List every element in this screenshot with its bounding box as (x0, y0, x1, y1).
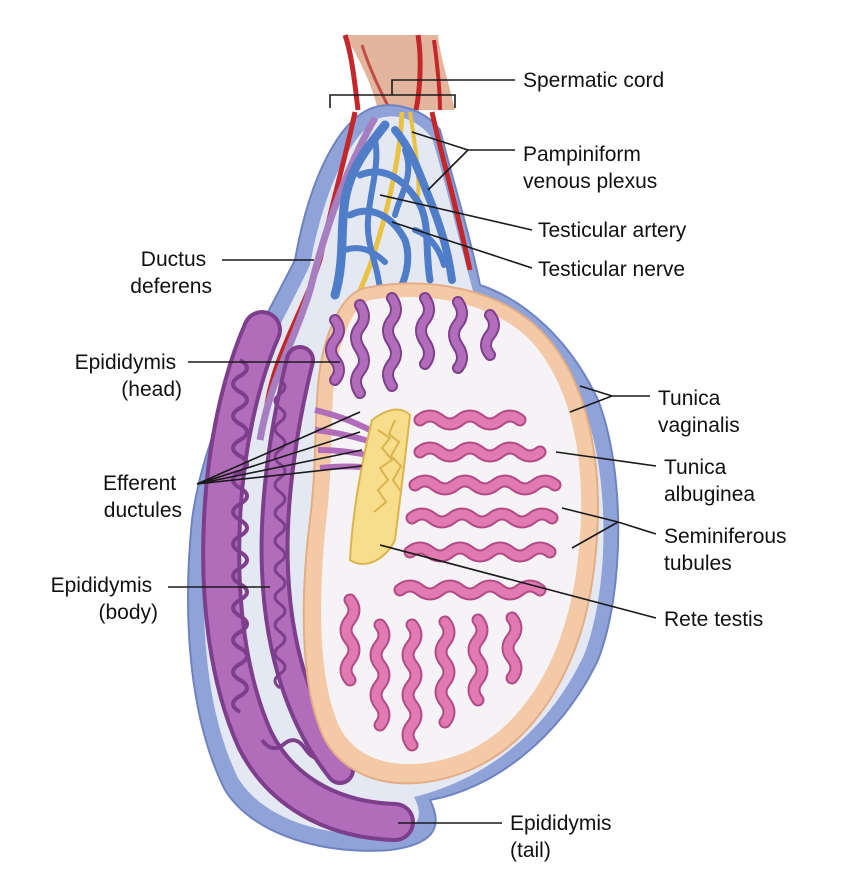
label-epididymis-body: Epididymis (body) (51, 574, 158, 624)
label-epididymis-head: Epididymis (head) (75, 351, 182, 401)
label-efferent-ductules-line1: Efferent (103, 472, 176, 495)
label-efferent-ductules-line2: ductules (104, 499, 182, 522)
label-testicular-artery: Testicular artery (538, 219, 687, 242)
label-epididymis-head-line2: (head) (121, 378, 182, 401)
rete-testis (348, 408, 412, 565)
label-seminiferous-tubules-line2: tubules (664, 552, 732, 575)
label-tunica-vaginalis-line1: Tunica (658, 387, 721, 410)
label-tunica-albuginea: Tunica albuginea (664, 456, 755, 506)
label-testicular-nerve: Testicular nerve (538, 258, 685, 281)
label-tunica-albuginea-line1: Tunica (664, 456, 727, 479)
label-pampiniform: Pampiniform venous plexus (523, 143, 657, 193)
epididymis (201, 310, 415, 842)
seminiferous-tubules (339, 409, 562, 752)
label-ductus-deferens-line2: deferens (130, 275, 212, 298)
label-tunica-vaginalis: Tunica vaginalis (658, 387, 740, 437)
label-tunica-vaginalis-line2: vaginalis (658, 414, 740, 437)
label-epididymis-tail-line2: (tail) (510, 839, 551, 862)
label-efferent-ductules: Efferent ductules (103, 472, 182, 522)
labels: Spermatic cord Pampiniform venous plexus… (51, 69, 792, 862)
label-ductus-deferens: Ductus deferens (130, 248, 212, 298)
label-seminiferous-tubules-line1: Seminiferous (664, 525, 787, 548)
spermatic-cord (335, 34, 455, 111)
label-rete-testis: Rete testis (664, 608, 763, 631)
label-epididymis-tail: Epididymis (tail) (510, 812, 617, 862)
label-epididymis-tail-line1: Epididymis (510, 812, 612, 835)
epididymis-head (314, 292, 500, 471)
leader-lines (168, 79, 657, 824)
label-spermatic-cord: Spermatic cord (523, 69, 664, 92)
label-pampiniform-line1: Pampiniform (523, 143, 641, 166)
label-pampiniform-line2: venous plexus (523, 170, 657, 193)
label-epididymis-body-line2: (body) (98, 601, 158, 624)
label-ductus-deferens-line1: Ductus (141, 248, 206, 271)
label-seminiferous-tubules: Seminiferous tubules (664, 525, 792, 575)
label-epididymis-body-line1: Epididymis (51, 574, 153, 597)
label-tunica-albuginea-line2: albuginea (664, 483, 755, 506)
label-epididymis-head-line1: Epididymis (75, 351, 177, 374)
